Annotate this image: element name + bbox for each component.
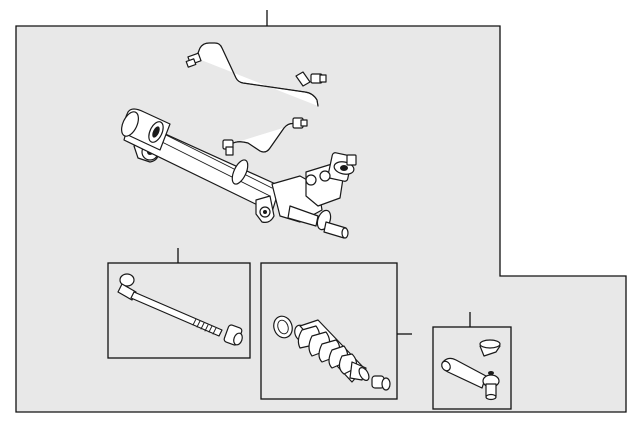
upper-line-nut-2 (319, 74, 327, 83)
upper-line-fitting-2 (295, 71, 311, 87)
return-line-nut (300, 119, 308, 127)
inner-tie-rod-ball (119, 273, 135, 287)
port-fitting (346, 154, 357, 166)
steering-rack-housing[interactable] (118, 108, 357, 239)
inner-tie-rod-threads (192, 318, 217, 335)
tie-rod-end-group (432, 326, 512, 410)
upper-pressure-line[interactable] (185, 42, 327, 107)
inner-tie-rod[interactable] (117, 273, 244, 346)
pressure-port (305, 174, 317, 186)
inner-tie-rod-group (107, 262, 251, 359)
boot-kit-group (260, 262, 398, 400)
upper-line-nut (185, 58, 197, 68)
outer-tie-rod-end[interactable] (440, 339, 501, 401)
return-port (319, 170, 331, 182)
return-line-nut-2 (225, 146, 234, 156)
rack-boot-kit[interactable] (271, 314, 391, 391)
tie-rod-end-thread-socket (441, 360, 451, 372)
rack-mid-ring (231, 159, 249, 185)
lower-return-line[interactable] (222, 117, 308, 156)
rack-left-opening (121, 111, 139, 137)
boot-clamp-large (273, 315, 293, 339)
inner-tie-rod-shaft (130, 291, 223, 337)
